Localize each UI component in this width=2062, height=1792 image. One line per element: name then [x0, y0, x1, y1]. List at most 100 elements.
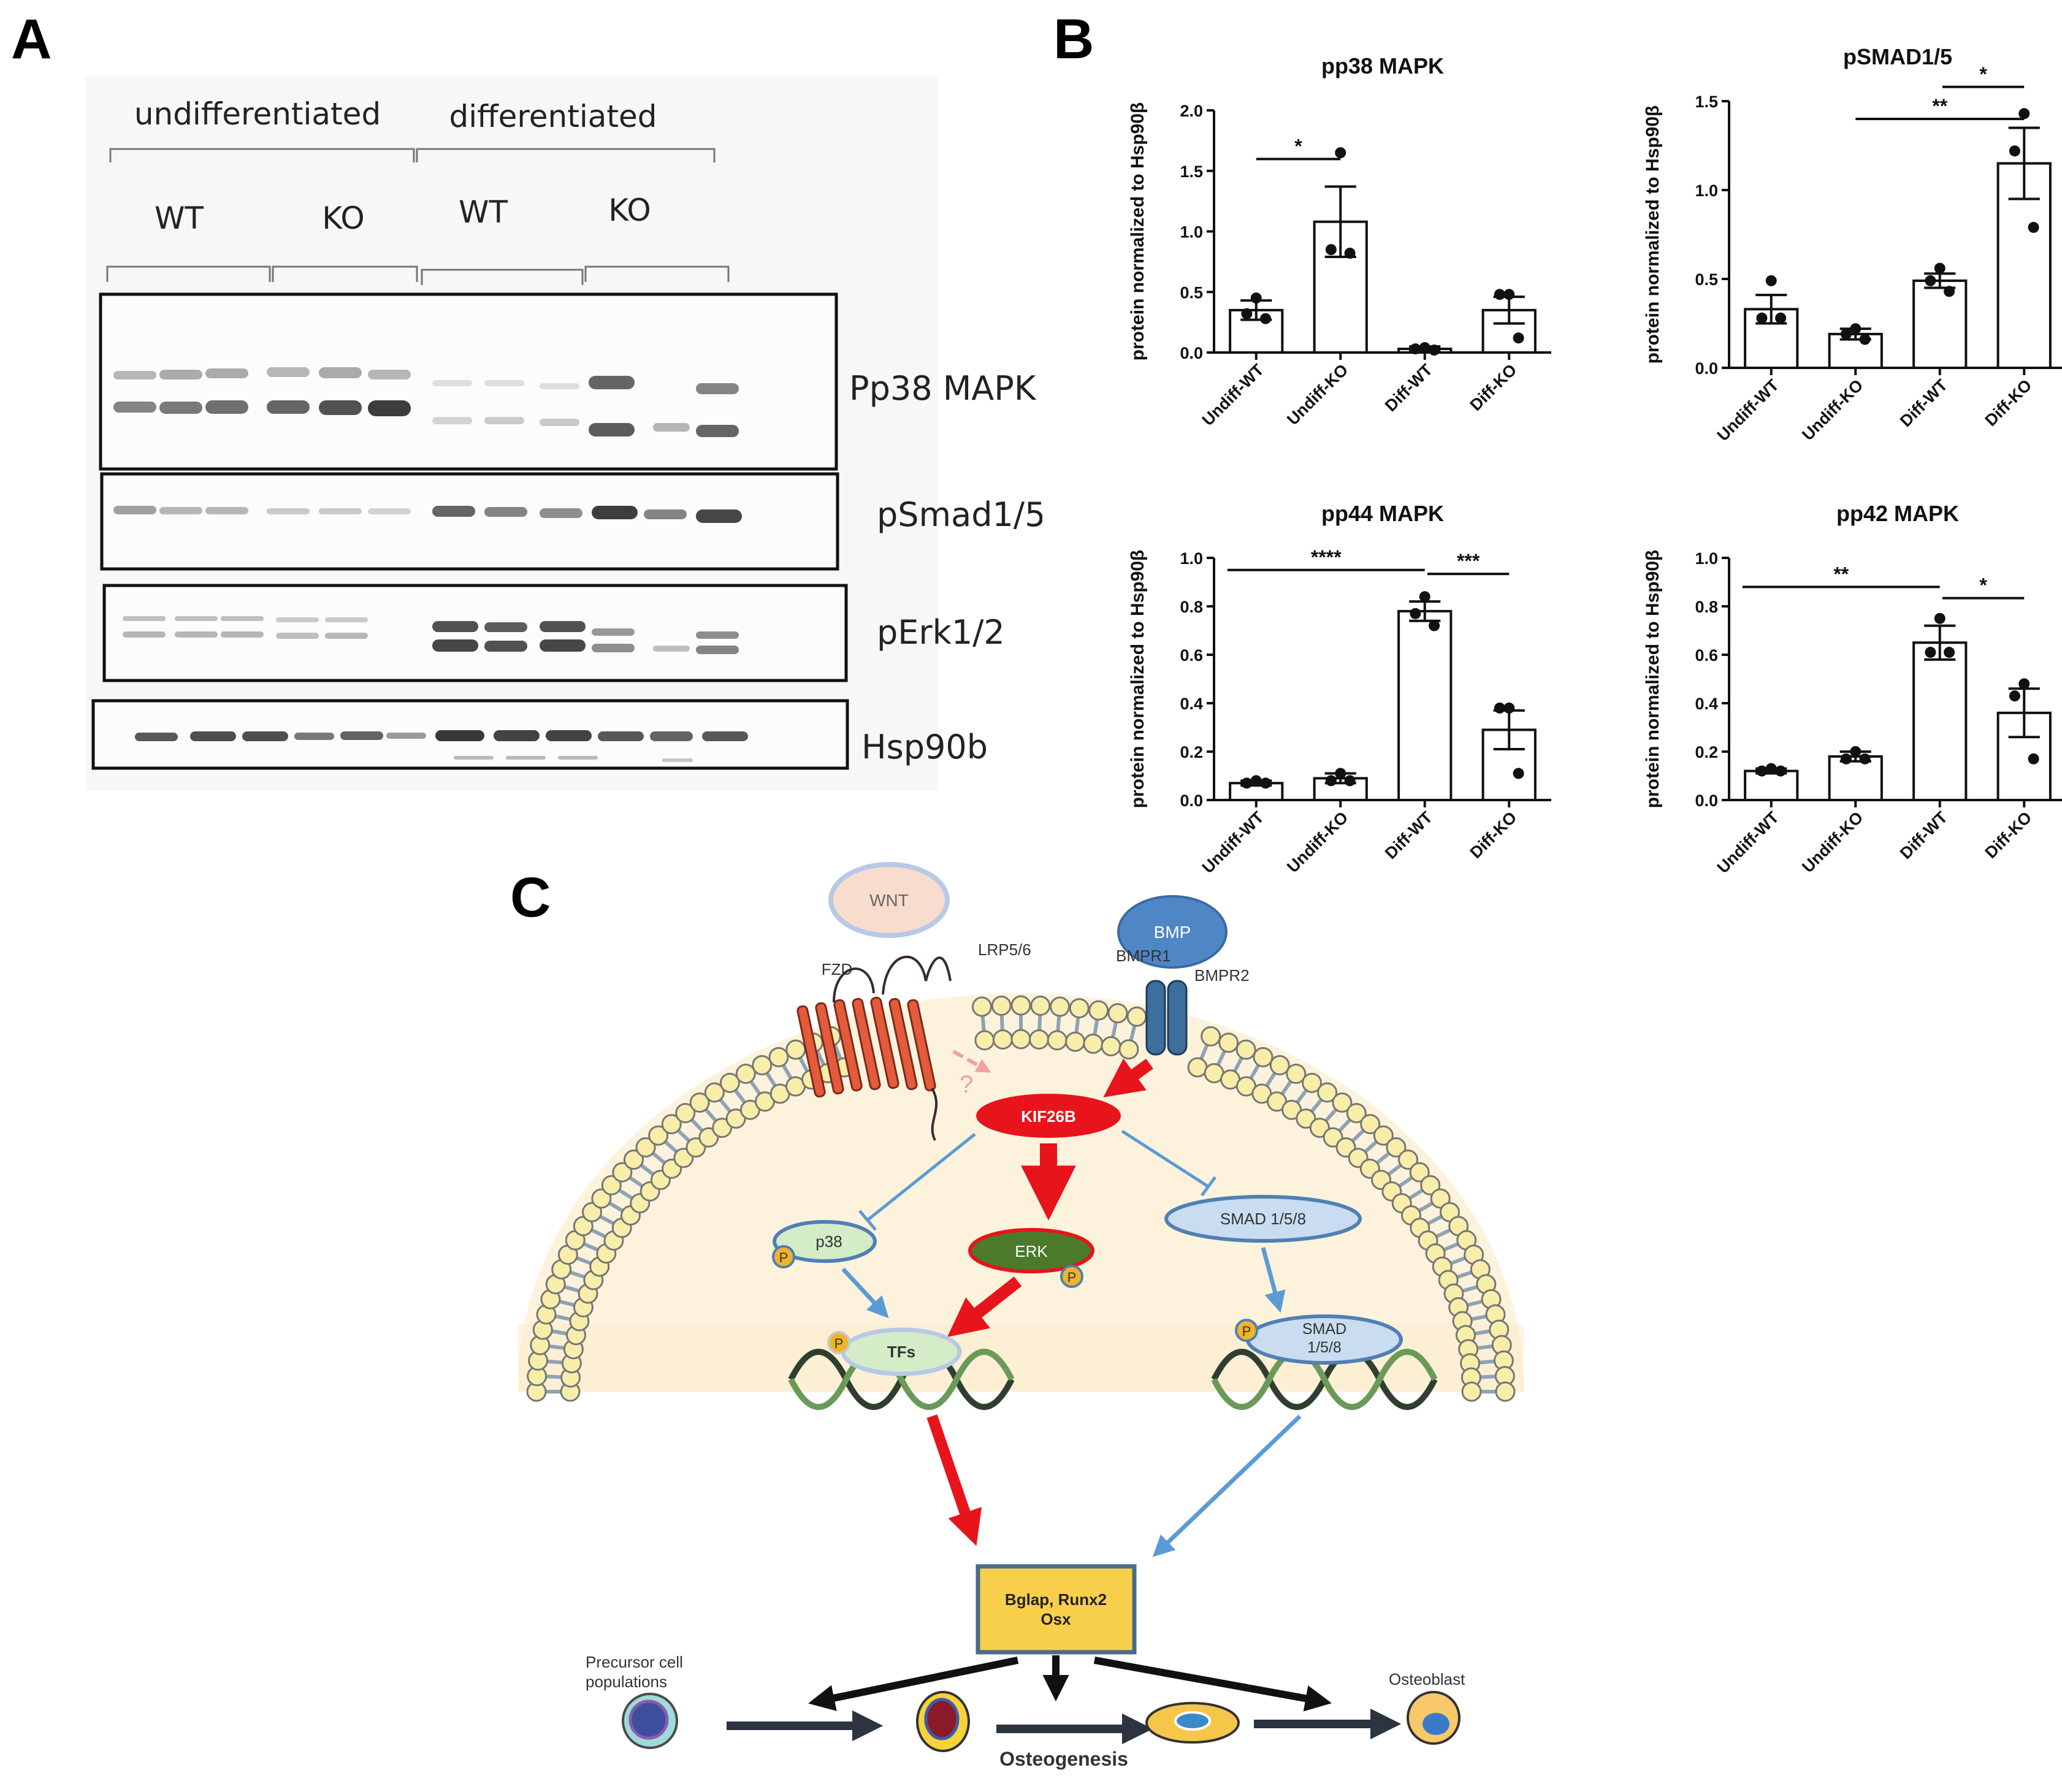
band-label-hsp90: Hsp90b — [861, 728, 988, 766]
blot-box-p38 — [99, 292, 838, 471]
lipid-head — [1118, 1039, 1139, 1060]
lipid-head — [1386, 1137, 1407, 1158]
data-point — [1765, 763, 1777, 774]
data-point — [1325, 244, 1337, 256]
genes-to-stage1-arrow — [808, 1657, 1019, 1711]
chart-title: pSMAD1/5 — [1843, 44, 1952, 69]
data-point — [1850, 746, 1862, 757]
y-axis-label: protein normalized to Hsp90β — [1643, 105, 1663, 364]
lipid-head — [719, 1072, 740, 1093]
significance-label: **** — [1311, 546, 1342, 568]
data-point — [1859, 334, 1871, 345]
y-axis-label: protein normalized to Hsp90β — [1643, 550, 1663, 809]
bmpr1-label: BMPR1 — [1116, 947, 1171, 965]
smad-nuclear-label-2: 1/5/8 — [1307, 1339, 1342, 1356]
y-tick-label: 0.2 — [1180, 743, 1203, 761]
significance-label: ** — [1932, 95, 1947, 117]
lipid-head — [1332, 1092, 1353, 1113]
data-point — [1513, 768, 1524, 779]
genotype-label-ko-undiff: KO — [322, 200, 364, 236]
signaling-diagram: WNT BMP FZD LRP5/6 BMPR1 BMPR2 ? KIF26B — [518, 862, 1524, 1770]
data-point — [2028, 221, 2039, 233]
lipid-head — [1088, 1000, 1109, 1021]
band-label-perk: pErk1/2 — [877, 613, 1005, 652]
lipid-head — [1269, 1055, 1290, 1076]
x-tick-label: Diff-KO — [1981, 376, 2035, 430]
bar — [1912, 279, 1968, 369]
x-tick-label: Diff-KO — [1466, 360, 1520, 414]
data-point — [1325, 775, 1337, 787]
lipid-head — [1495, 1381, 1516, 1402]
dna-helix-right — [1211, 1349, 1438, 1410]
data-point — [1250, 775, 1262, 787]
wnt-to-kif26b-arrow — [952, 1050, 991, 1073]
bar — [1397, 609, 1453, 801]
lipid-head — [1107, 1003, 1128, 1024]
y-axis-label: protein normalized to Hsp90β — [1128, 550, 1148, 809]
y-tick-label: 1.0 — [1180, 549, 1203, 568]
lipid-head — [785, 1039, 806, 1060]
band-label-p38: Pp38 MAPK — [849, 369, 1037, 408]
data-point — [1429, 345, 1440, 356]
lipid-head — [1010, 995, 1031, 1016]
lipid-head — [612, 1162, 633, 1183]
group-label-differentiated: differentiated — [449, 99, 657, 134]
data-point — [1335, 147, 1346, 159]
lipid-head — [725, 1108, 746, 1129]
lipid-head — [623, 1150, 644, 1170]
y-tick-label: 0.5 — [1695, 270, 1718, 289]
data-point — [1241, 308, 1253, 319]
lipid-head — [971, 996, 992, 1017]
blot-bands — [113, 367, 748, 762]
erk-label: ERK — [1015, 1242, 1048, 1260]
y-tick-label: 0.5 — [1180, 283, 1203, 302]
fzd-label: FZD — [822, 960, 853, 978]
smad-nuclear-label-1: SMAD — [1302, 1321, 1346, 1338]
bracket-ko-undiff — [272, 265, 418, 282]
x-tick-label: Undiff-KO — [1798, 376, 1866, 444]
bracket-wt-undiff — [106, 265, 271, 282]
data-point — [2018, 108, 2030, 120]
immature-osteoblast-cell — [1145, 1702, 1240, 1744]
lipid-head — [1187, 1057, 1208, 1078]
y-tick-label: 1.0 — [1695, 549, 1718, 568]
wnt-ligand — [828, 862, 950, 938]
genotype-label-wt-undiff: WT — [155, 200, 204, 236]
target-genes-box — [976, 1564, 1137, 1655]
smad-to-genes-arrow — [1152, 1414, 1302, 1557]
lipid-head — [1253, 1047, 1273, 1067]
y-tick-label: 1.0 — [1695, 181, 1718, 200]
target-genes-label-1: Bglap, Runx2 — [1005, 1590, 1107, 1609]
data-point — [1840, 328, 1852, 340]
significance-label: * — [1979, 63, 1987, 85]
lipid-head — [712, 1118, 733, 1138]
lipid-head — [1430, 1188, 1451, 1209]
bmp-label: BMP — [1154, 923, 1191, 942]
y-tick-label: 0.0 — [1180, 344, 1203, 362]
lipid-head — [1373, 1125, 1394, 1146]
lipid-head — [1010, 1029, 1031, 1050]
x-tick-label: Diff-WT — [1381, 360, 1436, 415]
smad-phospho — [1235, 1319, 1258, 1342]
data-point — [1260, 313, 1272, 324]
kif26b-inhibits-smad — [1121, 1129, 1217, 1197]
pre-osteoblast-cell — [916, 1691, 970, 1752]
y-tick-label: 0.8 — [1695, 598, 1718, 616]
significance-label: ** — [1833, 563, 1849, 585]
lipid-head — [735, 1064, 756, 1085]
data-point — [1494, 702, 1505, 714]
bracket-undifferentiated — [109, 148, 415, 162]
lipid-head — [601, 1175, 622, 1195]
lipid-head — [1286, 1064, 1307, 1085]
data-point — [1850, 323, 1862, 335]
lipid-head — [1126, 1006, 1147, 1027]
bar — [1912, 641, 1968, 801]
chart-title: pp38 MAPK — [1321, 53, 1444, 78]
y-tick-label: 0.0 — [1180, 791, 1203, 810]
x-tick-label: Undiff-WT — [1714, 808, 1783, 877]
data-point — [1419, 342, 1430, 354]
x-tick-label: Undiff-KO — [1283, 360, 1351, 429]
data-point — [1410, 343, 1421, 355]
tfs-phospho-label: P — [834, 1336, 844, 1351]
